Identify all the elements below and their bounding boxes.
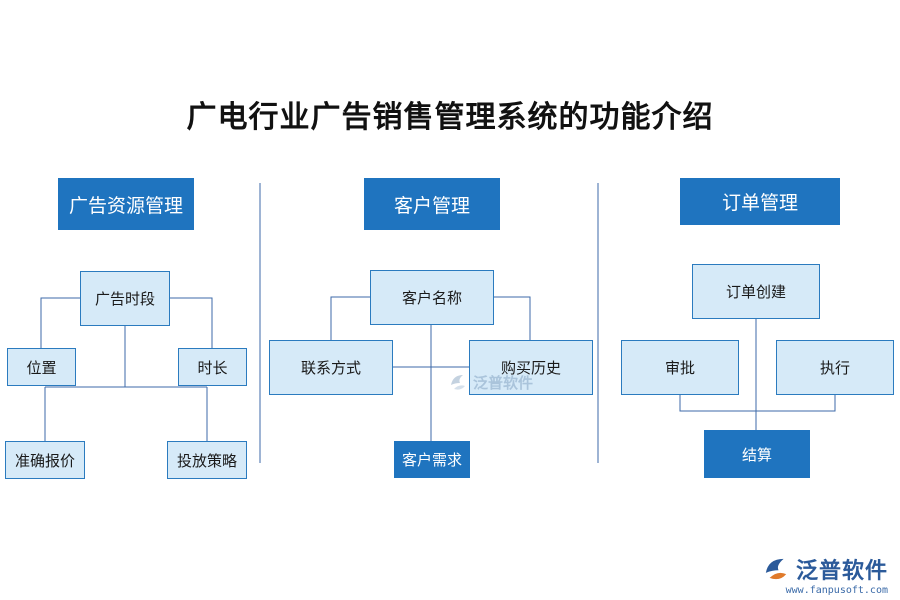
brand-logo-icon bbox=[765, 558, 787, 580]
customer-header: 客户管理 bbox=[364, 178, 500, 230]
position-node: 位置 bbox=[7, 348, 76, 386]
accurate-quote-node: 准确报价 bbox=[5, 441, 85, 479]
customer-needs-node: 客户需求 bbox=[394, 441, 470, 478]
approval-node: 审批 bbox=[621, 340, 739, 395]
settlement-node: 结算 bbox=[704, 430, 810, 478]
contact-node: 联系方式 bbox=[269, 340, 393, 395]
center-watermark-brand: 泛普软件 bbox=[473, 373, 534, 392]
purchase-history-node: 购买历史 bbox=[469, 340, 593, 395]
ad-resource-header: 广告资源管理 bbox=[58, 178, 194, 230]
duration-node: 时长 bbox=[178, 348, 247, 386]
center-watermark: 泛普软件 bbox=[447, 371, 533, 393]
delivery-strategy-node: 投放策略 bbox=[167, 441, 247, 479]
execute-node: 执行 bbox=[776, 340, 894, 395]
page-title: 广电行业广告销售管理系统的功能介绍 bbox=[186, 100, 714, 135]
corner-watermark-brand: 泛普软件 bbox=[795, 559, 888, 584]
customer-name-node: 客户名称 bbox=[370, 270, 494, 325]
corner-watermark: 泛普软件 www.fanpusoft.com bbox=[762, 553, 888, 596]
brand-logo-icon bbox=[451, 375, 465, 390]
ad-timeslot-node: 广告时段 bbox=[80, 271, 170, 326]
order-header: 订单管理 bbox=[680, 178, 840, 225]
order-create-node: 订单创建 bbox=[692, 264, 820, 319]
corner-watermark-url: www.fanpusoft.com bbox=[785, 585, 888, 596]
